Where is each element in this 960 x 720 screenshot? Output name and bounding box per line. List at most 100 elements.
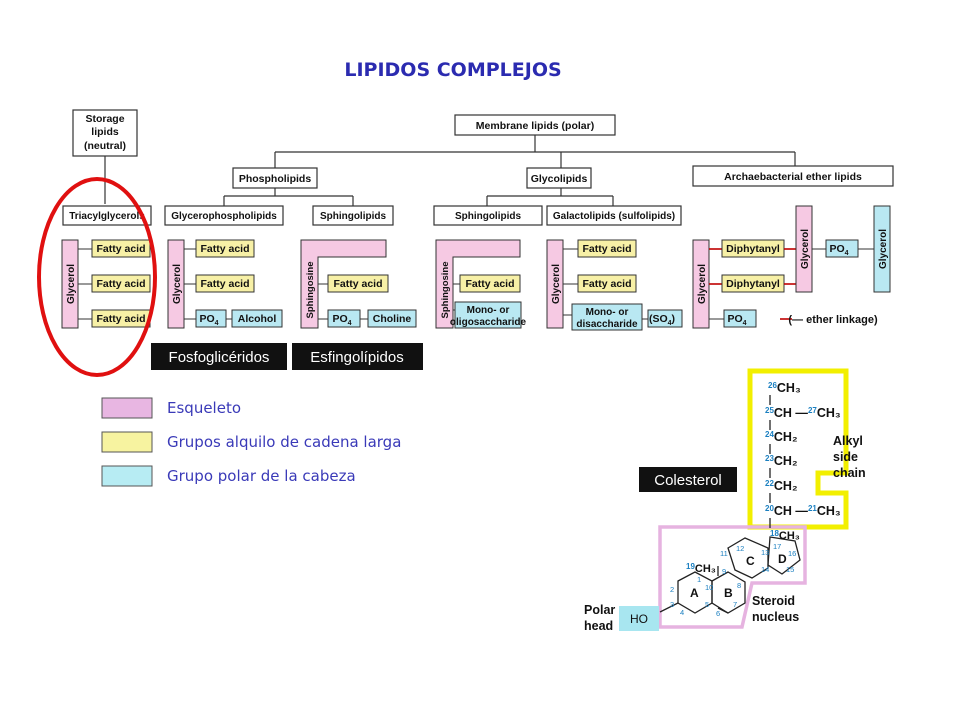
- ring-num: 3: [670, 600, 674, 609]
- po4-text: PO: [829, 243, 844, 255]
- ring-label-c: C: [746, 554, 755, 568]
- classification-tree: [62, 109, 894, 226]
- alcohol-text: Alcohol: [238, 313, 277, 325]
- ring-num: 15: [786, 565, 794, 574]
- ring-label-b: B: [724, 586, 733, 600]
- fatty-acid-text: Fatty acid: [96, 243, 145, 255]
- chain-group: CH₃: [817, 504, 841, 518]
- ring-num: 8: [737, 581, 741, 590]
- po4-arch-bottom: [723, 309, 757, 328]
- fatty-acid-sb: [459, 274, 521, 293]
- ho-polar-box: [619, 606, 659, 631]
- legend-swatch-polar: [101, 465, 153, 487]
- chain-group: CH₂: [774, 454, 798, 468]
- ring-num: 17: [773, 542, 781, 551]
- triacylglycerols-box: [62, 205, 152, 226]
- svg-text:18CH₃: 18CH₃: [770, 529, 800, 542]
- ring-num: 12: [736, 544, 744, 553]
- ring-num: 9: [722, 567, 726, 576]
- so4-sub: 4: [668, 320, 672, 327]
- glycerophospholipids-label: Glycerophospholipids: [171, 211, 277, 222]
- so4-end: ): [672, 313, 676, 325]
- fatty-acid-tag-2: [91, 274, 151, 293]
- fatty-acid-tag-1: [91, 239, 151, 258]
- ring-num: 6: [716, 609, 720, 618]
- triacylglycerols-label: Triacylglycerols: [69, 211, 145, 222]
- chain-group: CH₃: [777, 381, 801, 395]
- alcohol-gp: [231, 309, 283, 328]
- structure-blocks: [61, 205, 891, 331]
- glycolipids-box: [526, 167, 592, 189]
- galactolipids-label: Galactolipids (sulfolipids): [553, 211, 675, 222]
- svg-text:24CH₂: 24CH₂: [765, 430, 798, 444]
- storage-lipids-box: [72, 109, 138, 157]
- svg-text:(SO4): (SO4): [649, 313, 675, 327]
- colesterol-label: Colesterol: [654, 472, 722, 489]
- cholesterol-structure: 26CH₃ 25CH —27CH₃ 24CH₂ 23CH₂ 22CH₂ 20CH…: [584, 368, 866, 633]
- svg-text:PO4: PO4: [332, 313, 351, 327]
- block-labels: Fatty acid Fatty acid Fatty acid Fatty a…: [66, 229, 889, 330]
- chain-group: CH —: [774, 406, 809, 420]
- triacylglycerol-highlight-oval: [37, 177, 157, 377]
- sphingolipids-a-label: Sphingolipids: [320, 211, 387, 222]
- mono-di-text-2: disaccharide: [576, 319, 638, 330]
- steroid-nucleus-highlight: [658, 525, 807, 629]
- po4-sub: 4: [845, 250, 849, 257]
- fatty-acid-text: Fatty acid: [96, 278, 145, 290]
- svg-text:19CH₃: 19CH₃: [686, 562, 716, 575]
- po4-sub: 4: [348, 320, 352, 327]
- ring-num: 1: [697, 575, 701, 584]
- diphytanyl-text: Diphytanyl: [726, 278, 780, 290]
- svg-text:20CH —21CH₃: 20CH —21CH₃: [765, 504, 841, 518]
- glycerol-text: Glycerol: [800, 229, 811, 269]
- so4-text: (SO: [649, 313, 668, 325]
- mono-oligo-text-2: oligosaccharide: [450, 317, 527, 328]
- fatty-acid-text: Fatty acid: [200, 243, 249, 255]
- fatty-acid-text: Fatty acid: [465, 278, 514, 290]
- chain-num: 20: [765, 504, 774, 513]
- legend: Esqueleto Grupos alquilo de cadena larga…: [101, 397, 401, 487]
- fatty-acid-text: Fatty acid: [200, 278, 249, 290]
- legend-label-alkyl: Grupos alquilo de cadena larga: [167, 433, 401, 451]
- mono-di-text-1: Mono- or: [586, 307, 629, 318]
- fatty-acid-text: Fatty acid: [582, 243, 631, 255]
- disaccharide-gal: [571, 303, 643, 331]
- chain-group: CH₂: [774, 479, 798, 493]
- svg-text:PO4: PO4: [199, 313, 218, 327]
- fatty-acid-text: Fatty acid: [333, 278, 382, 290]
- storage-label-2: lipids: [91, 126, 119, 138]
- diphytanyl-text: Diphytanyl: [726, 243, 780, 255]
- chain-num: 21: [808, 504, 817, 513]
- chain-group: CH₂: [774, 430, 798, 444]
- steroid-nucleus-label-1: Steroid: [752, 594, 795, 608]
- chain-group: CH —: [774, 504, 809, 518]
- fatty-acid-text: Fatty acid: [96, 313, 145, 325]
- fosfogliceridos-label-bg: [151, 343, 287, 370]
- chain-num: 27: [808, 406, 817, 415]
- alkyl-label-1: Alkyl: [833, 434, 863, 448]
- fatty-acid-gal-1: [577, 239, 637, 258]
- svg-text:23CH₂: 23CH₂: [765, 454, 798, 468]
- ring-num: 13: [761, 548, 769, 557]
- legend-swatch-alkyl: [101, 431, 153, 453]
- chain-num: 24: [765, 430, 774, 439]
- tree-labels: Storage lipids (neutral) Membrane lipids…: [69, 113, 862, 222]
- archaea-box: [692, 165, 894, 187]
- sphingosine-text: Sphingosine: [305, 262, 316, 319]
- glycerol-text: Glycerol: [172, 264, 183, 304]
- glycerol-text: Glycerol: [66, 264, 77, 304]
- ring-num: 7: [733, 600, 737, 609]
- ether-linkage-note: (— ether linkage): [788, 314, 878, 326]
- svg-text:25CH —27CH₃: 25CH —27CH₃: [765, 406, 841, 420]
- po4-text: PO: [727, 313, 742, 325]
- methyl-18-num: 18: [770, 529, 779, 538]
- legend-swatch-backbone: [101, 397, 153, 419]
- po4-text: PO: [332, 313, 347, 325]
- glycerol-polar-arch: [873, 205, 891, 293]
- storage-label-1: Storage: [85, 113, 124, 125]
- steroid-nucleus-label-2: nucleus: [752, 610, 799, 624]
- glycerol-text: Glycerol: [878, 229, 889, 269]
- so4-gal: [647, 309, 683, 328]
- colesterol-label-bg: [639, 467, 737, 492]
